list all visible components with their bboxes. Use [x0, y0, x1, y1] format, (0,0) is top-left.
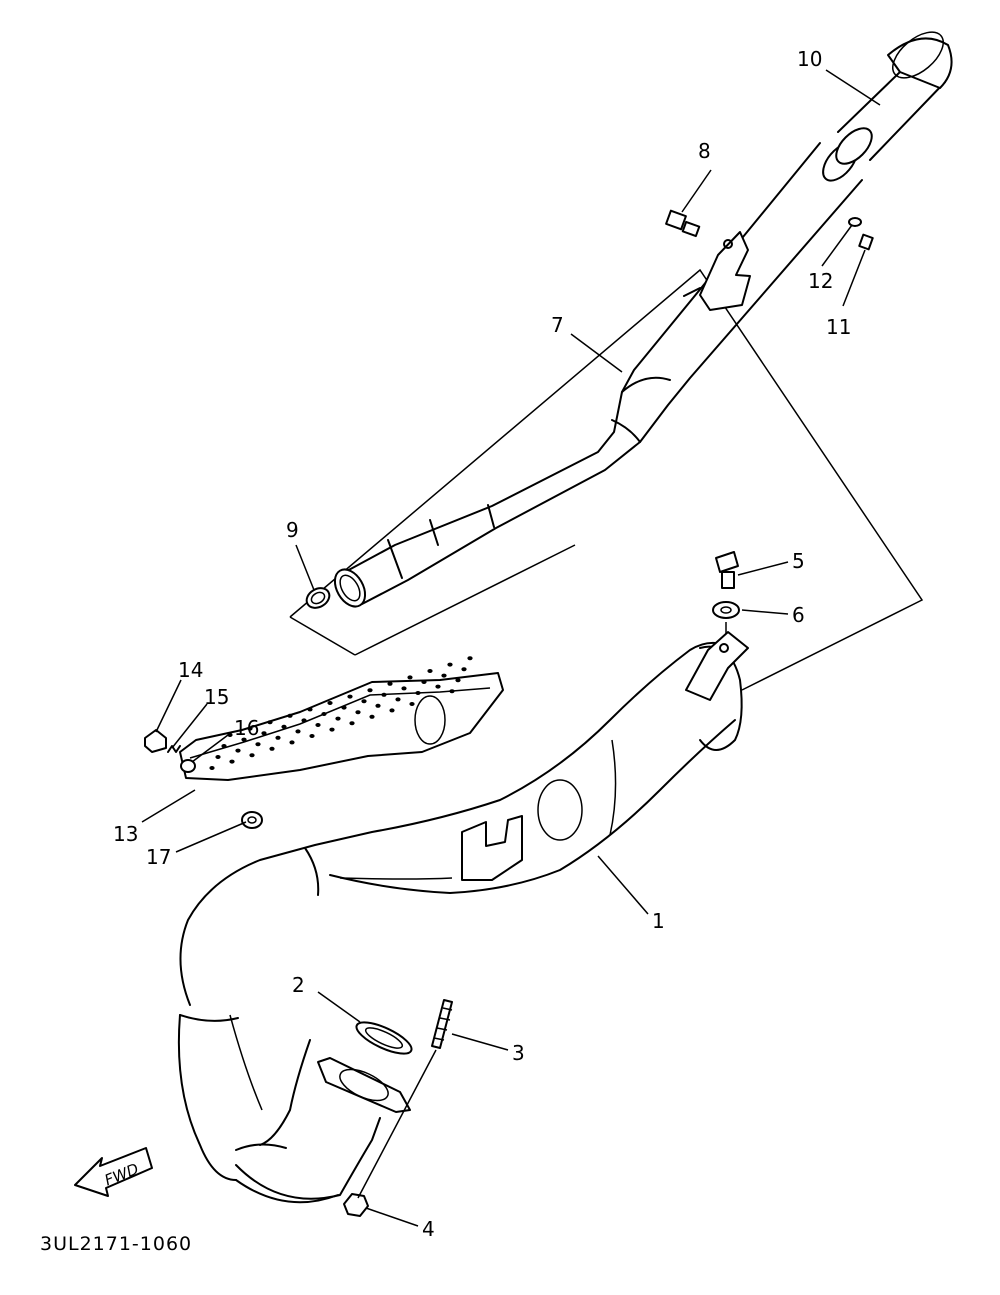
callout-3: 3: [512, 1041, 525, 1065]
callout-labels: 1 2 3 4 5 6 7 8 9 10 11 12 13 14 15 16 1…: [113, 47, 851, 1241]
perforation-hole: [381, 692, 387, 697]
perforation-hole: [327, 701, 333, 705]
perforation-hole: [361, 699, 367, 704]
perforation-hole: [401, 686, 407, 691]
perforation-hole: [355, 710, 361, 715]
assembly-outline: [289, 268, 924, 691]
perforation-hole: [315, 723, 321, 727]
grommet-part-17: [241, 811, 263, 829]
callout-5: 5: [792, 549, 805, 573]
gasket-part-2: [355, 1021, 413, 1055]
spring-washer-part-15: [167, 745, 181, 753]
perforation-hole: [447, 662, 453, 667]
screw-part-11: [858, 233, 874, 251]
perforation-hole: [229, 759, 235, 764]
heat-guard-part-13: [179, 656, 504, 781]
perforation-hole: [295, 729, 301, 734]
perforation-hole: [309, 734, 315, 738]
washer-part-12: [848, 217, 862, 227]
perforation-hole: [435, 684, 441, 689]
fwd-label: FWD: [102, 1160, 141, 1190]
callout-16: 16: [234, 716, 259, 740]
callout-17: 17: [146, 845, 171, 869]
perforation-hole: [269, 746, 275, 751]
perforation-hole: [235, 748, 241, 753]
perforation-hole: [287, 713, 293, 718]
perforation-hole: [349, 721, 355, 726]
perforation-hole: [367, 688, 373, 693]
stud-axis-line: [357, 1049, 437, 1199]
callout-4: 4: [422, 1217, 435, 1241]
callout-1: 1: [652, 909, 665, 933]
callout-11: 11: [826, 315, 851, 339]
callout-7: 7: [551, 313, 564, 337]
perforation-hole: [369, 714, 375, 719]
bolt-part-14: [144, 729, 167, 753]
perforation-hole: [321, 712, 327, 716]
perforation-hole: [249, 753, 255, 758]
stud-part-3: [431, 999, 453, 1049]
exhaust-chamber-part-1: [177, 631, 749, 1204]
silencer-pipe-part-7: [333, 142, 863, 608]
callout-2: 2: [292, 973, 305, 997]
perforation-hole: [415, 691, 421, 695]
perforation-hole: [421, 680, 427, 684]
perforation-hole: [455, 678, 461, 683]
perforation-hole: [241, 737, 247, 742]
perforation-hole: [467, 656, 473, 661]
perforation-hole: [341, 705, 347, 710]
callout-13: 13: [113, 822, 138, 846]
perforation-hole: [461, 667, 467, 672]
perforation-hole: [261, 731, 267, 736]
drawing-code: 3UL2171-1060: [40, 1233, 192, 1255]
callout-12: 12: [808, 269, 833, 293]
callout-8: 8: [698, 139, 711, 163]
perforation-hole: [221, 744, 227, 748]
perforation-hole: [209, 766, 215, 770]
perforation-hole: [301, 718, 307, 723]
bolt-part-5: [715, 551, 739, 589]
forward-direction-arrow: FWD: [74, 1147, 153, 1197]
perforation-hole: [255, 742, 261, 747]
gasket-part-9: [305, 587, 331, 609]
callout-9: 9: [286, 518, 299, 542]
perforation-hole: [267, 720, 273, 725]
perforation-hole: [307, 707, 313, 712]
perforation-hole: [441, 673, 447, 678]
perforation-hole: [247, 726, 253, 731]
perforation-hole: [289, 740, 295, 745]
perforation-hole: [387, 681, 393, 686]
perforation-hole: [407, 675, 413, 680]
leader-lines: [141, 69, 881, 1227]
perforation-hole: [335, 716, 341, 721]
perforation-hole: [427, 669, 433, 673]
perforation-hole: [215, 755, 221, 759]
perforation-hole: [375, 703, 381, 708]
washer-part-16: [180, 759, 196, 773]
nut-part-4: [343, 1193, 369, 1217]
callout-6: 6: [792, 603, 805, 627]
perforation-hole: [409, 702, 415, 706]
perforation-hole: [329, 727, 335, 732]
perforation-hole: [275, 735, 281, 740]
callout-15: 15: [204, 685, 229, 709]
callout-10: 10: [797, 47, 822, 71]
end-cap-part-10: [835, 31, 953, 165]
perforation-hole: [281, 724, 287, 729]
perforation-hole: [389, 708, 395, 713]
perforation-hole: [395, 697, 401, 702]
perforation-hole: [449, 689, 455, 694]
exhaust-flange: [317, 1057, 411, 1113]
bolt-part-8: [665, 209, 701, 238]
perforation-hole: [347, 694, 353, 699]
callout-14: 14: [178, 658, 203, 682]
